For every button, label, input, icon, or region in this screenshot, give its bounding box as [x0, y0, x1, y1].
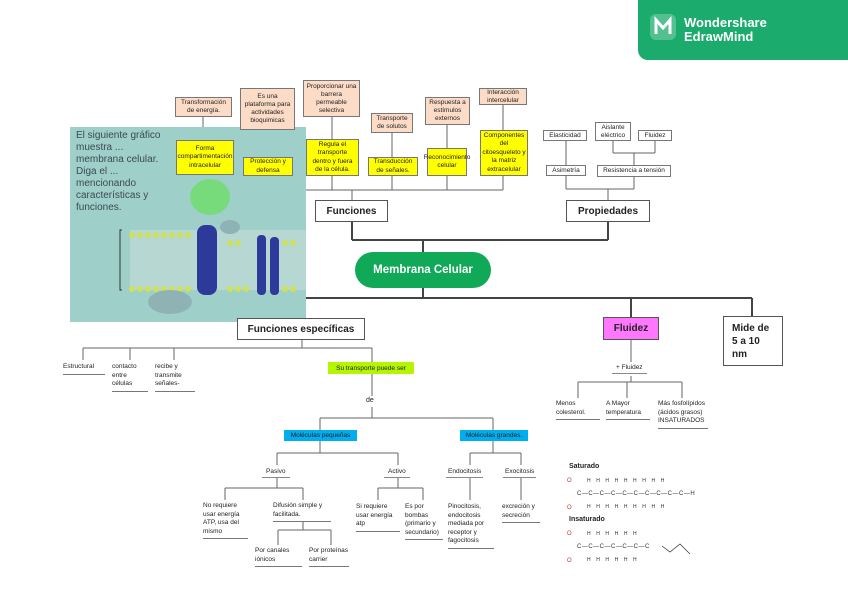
node-respuesta-estimulos[interactable]: Respuesta a estímulos externos	[425, 97, 470, 125]
node-compartimentacion[interactable]: Forma compartimentación intracelular	[176, 140, 234, 175]
node-mayor-temperatura[interactable]: A Mayor temperatura	[606, 400, 650, 420]
edrawmind-logo-icon	[650, 14, 676, 40]
node-citoesqueleto[interactable]: Componentes del citoesqueleto y la matri…	[480, 130, 528, 176]
svg-text:HHHHHH: HHHHHH	[587, 557, 642, 563]
node-excrecion[interactable]: excreción y secreción	[502, 503, 540, 523]
membrane-drawing	[119, 179, 306, 314]
node-moleculas-grandes[interactable]: Moléculas grandes.	[460, 430, 528, 441]
product-name: EdrawMind	[684, 29, 754, 44]
node-menos-colesterol[interactable]: Menos colesterol.	[556, 400, 600, 420]
node-reconocimiento[interactable]: Reconocimiento celular	[424, 148, 470, 176]
node-si-requiere-energia[interactable]: Si requiere usar energía atp	[356, 503, 400, 532]
svg-text:C—C—C—C—C—C—C: C—C—C—C—C—C—C	[577, 544, 650, 550]
node-elasticidad[interactable]: Elasticidad	[543, 130, 587, 141]
node-asimetria[interactable]: Asimetría	[546, 165, 586, 176]
node-de[interactable]: de	[366, 397, 374, 404]
central-topic[interactable]: Membrana Celular	[355, 252, 491, 288]
node-no-requiere-energia[interactable]: No requiere usar energía ATP, usa del mi…	[203, 502, 248, 539]
node-proteinas-carrier[interactable]: Por proteínas carrier	[309, 547, 349, 567]
node-transformacion-energia[interactable]: Transformación de energía.	[175, 97, 232, 117]
node-difusion[interactable]: Difusión simple y facilitada.	[273, 502, 331, 522]
svg-text:O: O	[567, 531, 572, 537]
node-bombas[interactable]: Es por bombas (primario y secundario)	[405, 503, 443, 540]
node-funciones[interactable]: Funciones	[315, 200, 388, 222]
node-interaccion-intercelular[interactable]: Interacción intercelular	[479, 88, 527, 105]
svg-text:C—C—C—C—C—C—C—C—C—C—H: C—C—C—C—C—C—C—C—C—C—H	[577, 491, 695, 497]
node-funciones-especificas[interactable]: Funciones específicas	[237, 318, 365, 340]
node-transduccion[interactable]: Transducción de señales.	[368, 157, 418, 176]
svg-text:O: O	[567, 505, 572, 511]
node-regula-transporte[interactable]: Regula el transporte dentro y fuera de l…	[306, 139, 359, 176]
node-resistencia-tension[interactable]: Resistencia a tensión	[597, 165, 671, 177]
svg-text:HHHHHHHHH: HHHHHHHHH	[587, 478, 670, 484]
node-contacto-celulas[interactable]: contacto entre células	[112, 363, 148, 392]
svg-text:HHHHHH: HHHHHH	[587, 531, 642, 537]
node-exocitosis[interactable]: Exocitosis	[503, 466, 537, 478]
node-endocitosis[interactable]: Endocitosis	[446, 466, 484, 478]
node-canales-ionicos[interactable]: Por canales iónicos	[255, 547, 302, 567]
node-proteccion-defensa[interactable]: Protección y defensa	[243, 157, 293, 176]
label-insaturado: Insaturado	[569, 516, 605, 523]
node-plataforma-bioquimica[interactable]: Es una plataforma para actividades bioqu…	[240, 88, 295, 130]
node-pasivo[interactable]: Pasivo	[262, 466, 290, 478]
node-fluidez-prop[interactable]: Fluidez	[638, 130, 672, 141]
svg-text:O: O	[567, 558, 572, 564]
node-propiedades[interactable]: Propiedades	[566, 200, 650, 222]
node-fluidez[interactable]: Fluidez	[603, 317, 659, 340]
node-transporte-solutos[interactable]: Transporte de solutos	[371, 113, 413, 133]
brand-name: Wondershare	[684, 15, 767, 30]
label-saturado: Saturado	[569, 463, 600, 470]
node-moleculas-pequenas[interactable]: Moléculas pequeñas	[284, 430, 357, 441]
node-mas-fluidez[interactable]: + Fluidez	[612, 362, 647, 374]
saturated-fatty-acid-diagram: O O C—C—C—C—C—C—C—C—C—C—H HHHHHHHHH HHHH…	[567, 478, 695, 511]
node-pinocitosis[interactable]: Pinocitosis, endocitosis mediada por rec…	[448, 503, 494, 549]
node-estructural[interactable]: Estructural	[63, 363, 105, 375]
node-recibe-senales[interactable]: recibe y transmite señales-	[155, 363, 195, 392]
node-barrera-permeable[interactable]: Proporcionar una barrera permeable selec…	[303, 80, 360, 117]
unsaturated-fatty-acid-diagram: O O C—C—C—C—C—C—C HHHHHH HHHHHH	[567, 531, 691, 564]
node-su-transporte[interactable]: Su transporte puede ser	[328, 362, 414, 374]
svg-text:HHHHHHHHH: HHHHHHHHH	[587, 504, 670, 510]
node-mide[interactable]: Mide de 5 a 10 nm	[723, 316, 783, 366]
svg-text:O: O	[567, 478, 572, 484]
node-activo[interactable]: Activo	[384, 466, 410, 478]
node-aislante-electrico[interactable]: Aislante eléctrico	[595, 122, 631, 141]
node-mas-fosfolipidos[interactable]: Más fosfolípidos (ácidos grasos) INSATUR…	[658, 400, 708, 429]
photo-caption: El siguiente gráfico muestra ... membran…	[76, 130, 161, 213]
